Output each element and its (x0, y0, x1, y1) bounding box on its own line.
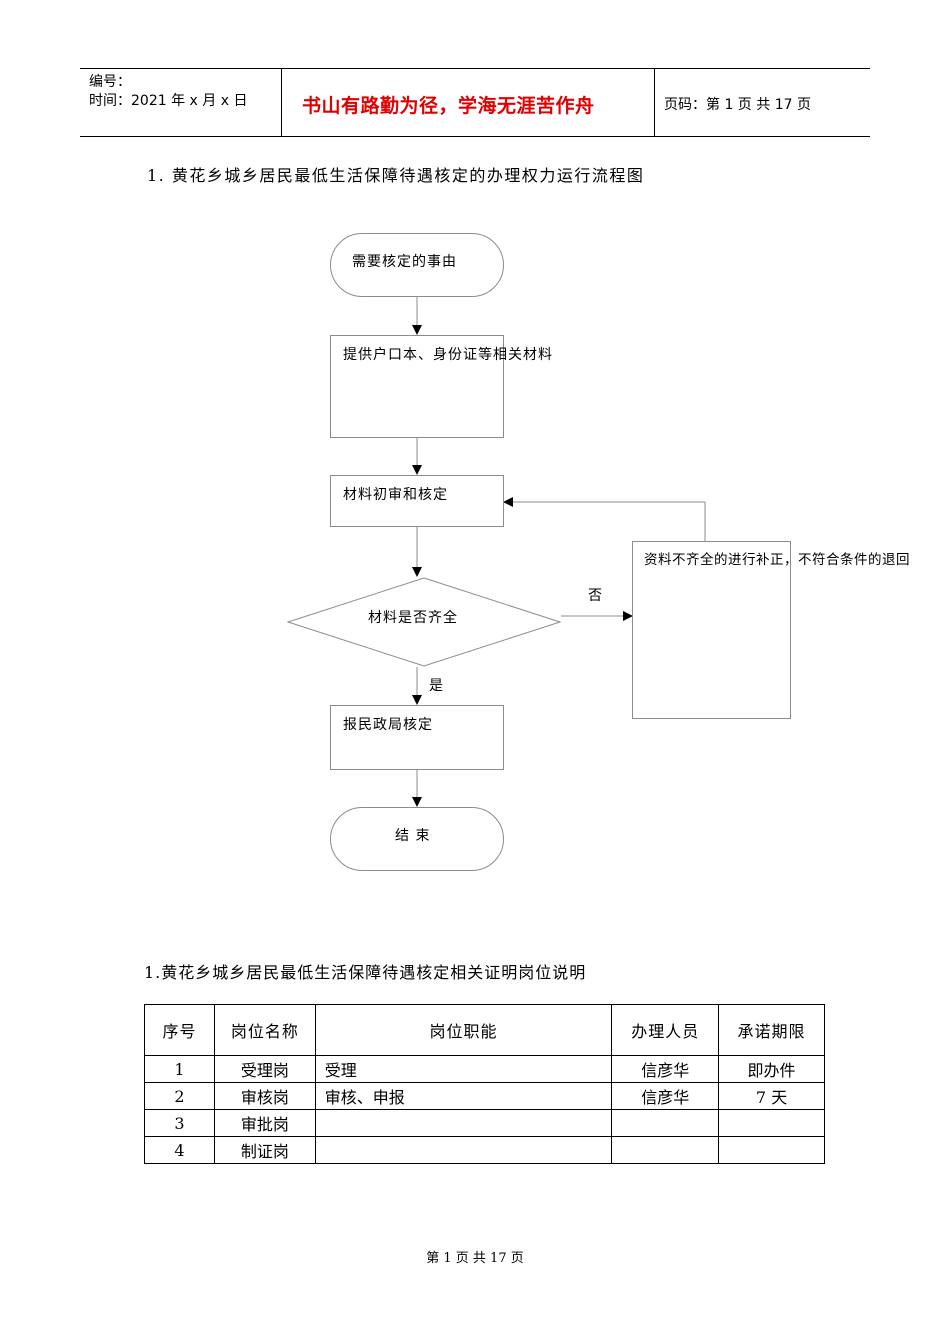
cell-deadline: 即办件 (718, 1055, 825, 1083)
header-meta: 编号： 时间：2021 年 x 月 x 日 (89, 73, 247, 111)
document-header: 编号： 时间：2021 年 x 月 x 日 书山有路勤为径，学海无涯苦作舟 页码… (80, 68, 870, 137)
end-node: 结 束 (330, 807, 504, 871)
side-correction-label: 资料不齐全的进行补正，不符合条件的退回 (644, 552, 910, 568)
decision-diamond (286, 577, 562, 667)
table-row: 4 制证岗 (144, 1136, 825, 1164)
end-node-label: 结 束 (395, 828, 431, 844)
col-header-handler: 办理人员 (611, 1004, 720, 1056)
header-motto: 书山有路勤为径，学海无涯苦作舟 (302, 95, 595, 117)
start-node-label: 需要核定的事由 (352, 254, 457, 270)
decision-label: 材料是否齐全 (368, 610, 458, 626)
cell-index: 1 (144, 1055, 215, 1083)
page-footer: 第 1 页 共 17 页 (426, 1251, 524, 1266)
col-header-post-duty: 岗位职能 (314, 1004, 613, 1056)
table-row: 1 受理岗 受理 信彦华 即办件 (144, 1055, 825, 1083)
cell-post-name: 受理岗 (213, 1055, 316, 1083)
header-number: 编号： (89, 74, 131, 90)
cell-deadline: 7 天 (718, 1082, 825, 1110)
header-divider (654, 69, 655, 136)
start-node: 需要核定的事由 (330, 233, 504, 297)
cell-post-name: 制证岗 (213, 1136, 316, 1164)
post-table: 序号 岗位名称 岗位职能 办理人员 承诺期限 1 受理岗 受理 信彦华 即办件 … (144, 1004, 825, 1164)
col-header-deadline: 承诺期限 (718, 1004, 825, 1056)
table-header-row: 序号 岗位名称 岗位职能 办理人员 承诺期限 (144, 1004, 825, 1056)
step-provide-materials: 提供户口本、身份证等相关材料 (330, 335, 552, 438)
cell-deadline (718, 1136, 825, 1164)
arrow-sidebox-to-step2 (503, 497, 706, 541)
decision-yes-label: 是 (429, 678, 443, 694)
cell-post-name: 审批岗 (213, 1109, 316, 1137)
col-header-index: 序号 (144, 1004, 215, 1056)
cell-handler: 信彦华 (611, 1055, 720, 1083)
cell-post-name: 审核岗 (213, 1082, 316, 1110)
cell-post-duty (314, 1136, 613, 1164)
table-title: 1.黄花乡城乡居民最低生活保障待遇核定相关证明岗位说明 (144, 963, 587, 982)
cell-handler (611, 1109, 720, 1137)
cell-handler (611, 1136, 720, 1164)
col-header-post-name: 岗位名称 (213, 1004, 316, 1056)
cell-deadline (718, 1109, 825, 1137)
cell-index: 3 (144, 1109, 215, 1137)
step-initial-review-label: 材料初审和核定 (343, 487, 448, 503)
header-time: 时间：2021 年 x 月 x 日 (89, 93, 248, 109)
flowchart-title: 1. 黄花乡城乡居民最低生活保障待遇核定的办理权力运行流程图 (147, 166, 645, 185)
decision-no-label: 否 (588, 588, 602, 604)
cell-index: 2 (144, 1082, 215, 1110)
cell-post-duty: 审核、申报 (314, 1082, 613, 1110)
side-correction-box: 资料不齐全的进行补正，不符合条件的退回 (632, 541, 910, 719)
step-provide-materials-label: 提供户口本、身份证等相关材料 (343, 347, 553, 363)
cell-post-duty: 受理 (314, 1055, 613, 1083)
header-page-number: 页码：第 1 页 共 17 页 (664, 97, 811, 113)
cell-post-duty (314, 1109, 613, 1137)
step-report-civil-affairs-label: 报民政局核定 (343, 717, 433, 733)
header-divider (281, 69, 282, 136)
cell-handler: 信彦华 (611, 1082, 720, 1110)
table-row: 3 审批岗 (144, 1109, 825, 1137)
table-row: 2 审核岗 审核、申报 信彦华 7 天 (144, 1082, 825, 1110)
cell-index: 4 (144, 1136, 215, 1164)
step-report-civil-affairs: 报民政局核定 (330, 705, 504, 770)
step-initial-review: 材料初审和核定 (330, 475, 504, 527)
